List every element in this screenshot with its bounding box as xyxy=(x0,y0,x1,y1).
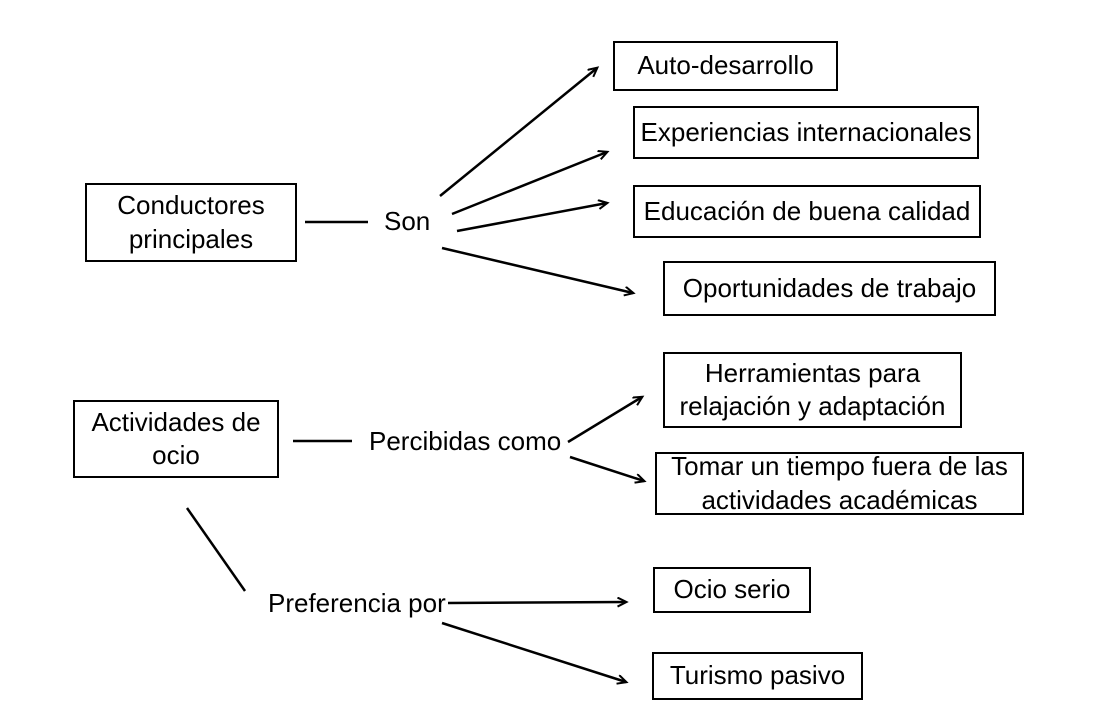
edge-actividades-to-preferencia xyxy=(185,507,247,592)
node-tomar-tiempo-fuera: Tomar un tiempo fuera de las actividades… xyxy=(655,451,1024,515)
edge-percibidas-to-herramientas xyxy=(567,397,642,444)
node-experiencias-internacionales: Experiencias internacionales xyxy=(633,106,979,159)
node-auto-desarrollo: Auto-desarrollo xyxy=(613,41,838,91)
node-ocio-serio: Ocio serio xyxy=(653,567,811,613)
edge-preferencia-to-turismo-pasivo xyxy=(441,621,626,682)
node-turismo-pasivo: Turismo pasivo xyxy=(652,652,863,700)
edge-son-to-educacion xyxy=(456,203,607,233)
connector-label-son: Son xyxy=(384,206,431,236)
edge-percibidas-to-tomar-tiempo xyxy=(569,455,644,481)
node-actividades-de-ocio: Actividades de ocio xyxy=(73,400,279,478)
edge-son-to-auto-desarrollo xyxy=(439,68,597,197)
node-oportunidades-de-trabajo: Oportunidades de trabajo xyxy=(663,261,996,316)
node-educacion-buena-calidad: Educación de buena calidad xyxy=(633,185,981,238)
connector-label-preferencia-por: Preferencia por xyxy=(268,588,446,618)
edge-son-to-oportunidades xyxy=(441,246,633,293)
edge-son-to-experiencias xyxy=(451,152,607,216)
node-conductores-principales: Conductores principales xyxy=(85,183,297,262)
edge-preferencia-to-ocio-serio xyxy=(447,602,626,603)
connector-label-percibidas-como: Percibidas como xyxy=(369,426,562,456)
node-herramientas-relajacion-adaptacion: Herramientas para relajación y adaptació… xyxy=(663,352,962,428)
